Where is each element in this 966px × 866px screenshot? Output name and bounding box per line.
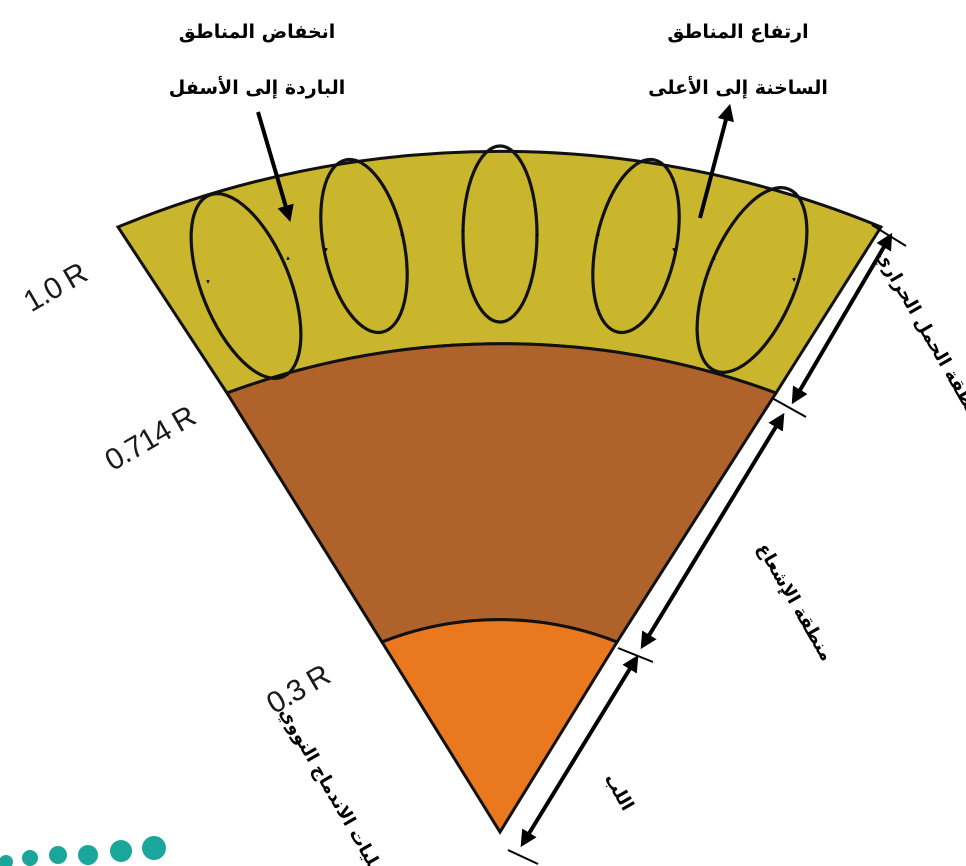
dimension-convection [791,224,907,405]
dimension-core [507,647,654,865]
convection-zone-name: منطقة الحمل الحراري [872,247,966,428]
svg-text:عمليات الاندماج النووي: عمليات الاندماج النووي [275,704,395,866]
svg-text:اللب: اللب [600,770,638,815]
cool-descending-label-line1: انخفاض المناطق [179,21,336,43]
svg-text:منطقة الحمل الحراري: منطقة الحمل الحراري [872,247,966,428]
hot-rising-label-line1: ارتفاع المناطق [667,21,808,43]
convection-cell-3 [461,144,539,324]
cool-descending-pointer-arrow [256,111,294,223]
dots-logo-icon [0,836,166,866]
convection-cell-4 [591,157,681,335]
convection-cell-2 [319,157,409,335]
radiative-zone-region [224,342,779,644]
convection-cell-1 [189,192,303,380]
hot-rising-label-line2: الساخنة إلى الأعلى [648,76,828,99]
core-region [379,618,620,835]
hot-rising-pointer-arrow [698,103,734,219]
radius-label-radiative: 0.714 R [100,400,202,478]
radius-label-outer: 1.0 R [18,257,93,319]
fusion-process-label: عمليات الاندماج النووي [275,704,395,866]
dimension-radiative [640,397,807,650]
cool-descending-label-line2: الباردة إلى الأسفل [169,76,346,99]
core-name: اللب [600,770,638,815]
radiative-zone-name: منطقة الإشعاع [753,540,838,665]
svg-text:منطقة الإشعاع: منطقة الإشعاع [753,540,838,665]
